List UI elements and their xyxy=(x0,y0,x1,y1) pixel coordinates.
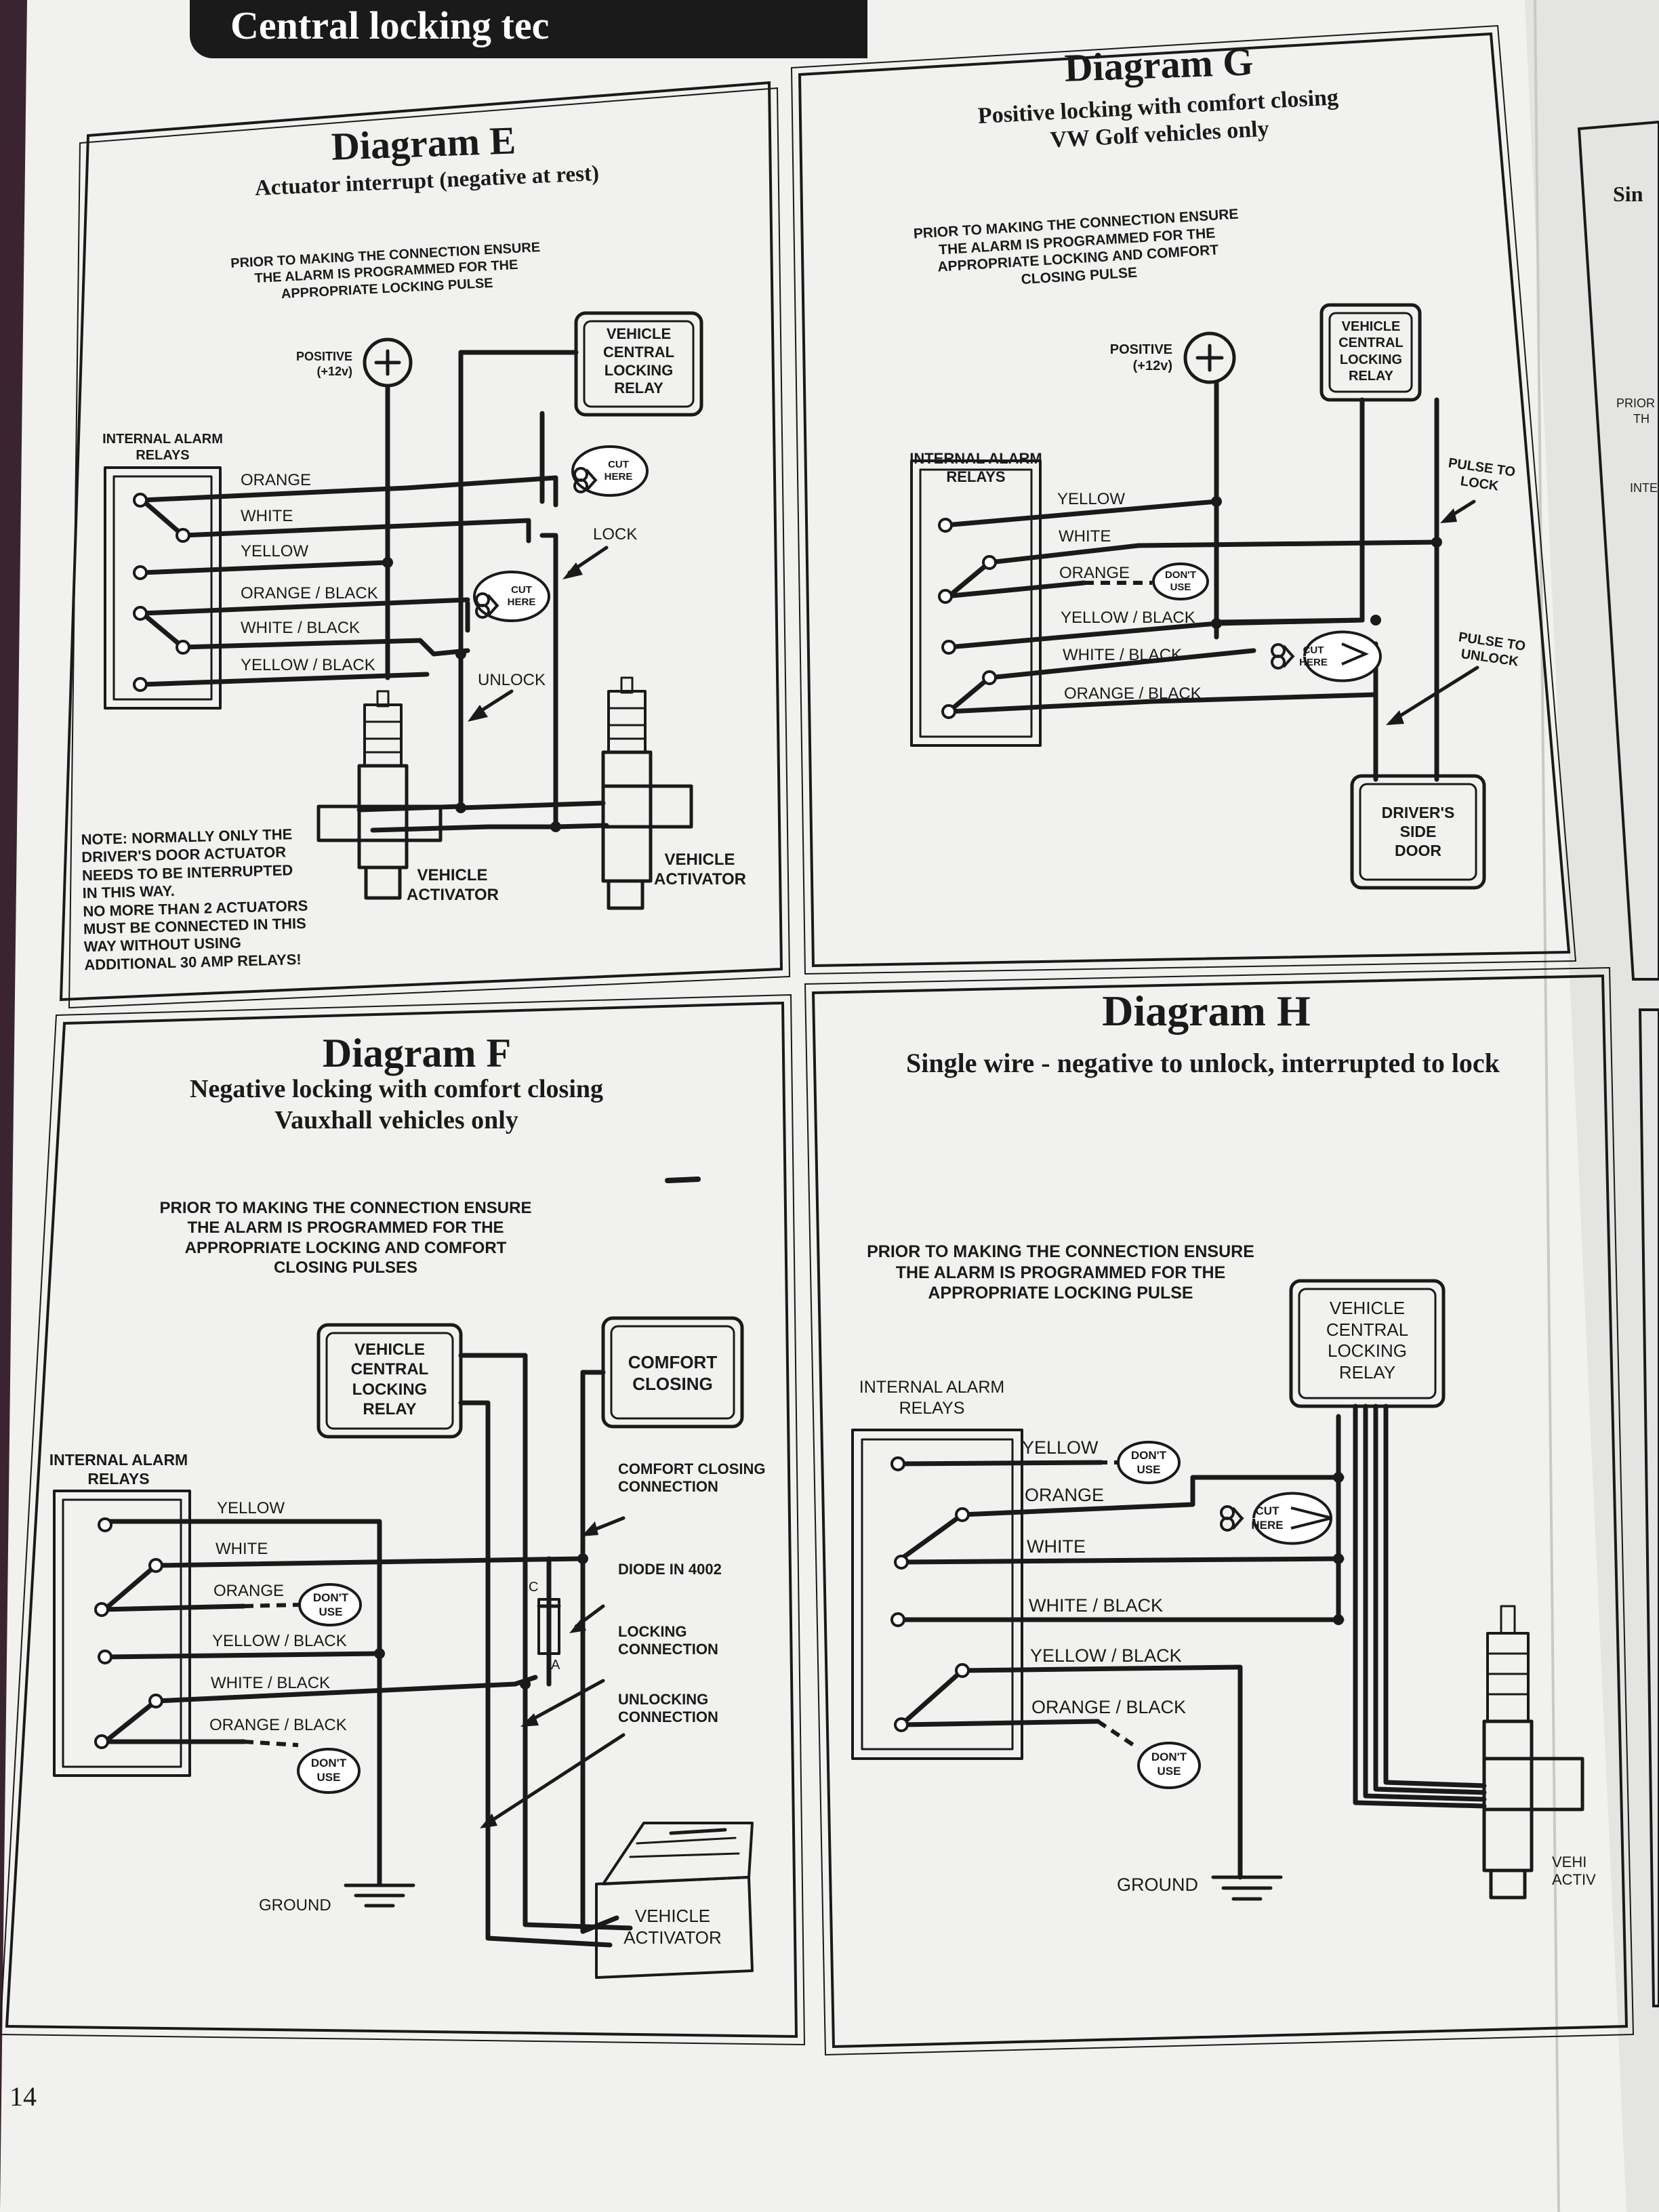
diagram-h-wire-white-black: WHITE / BLACK xyxy=(1029,1595,1164,1616)
diagram-g-wire-orange: ORANGE xyxy=(1059,564,1130,582)
dashed-dont-use-wires xyxy=(243,581,1152,1750)
diagram-e-positive-label: POSITIVE(+12v) xyxy=(295,350,352,378)
section-header: Central locking tec xyxy=(190,0,867,58)
edge-prior-fragment-2: TH xyxy=(1633,412,1650,426)
diagram-h-wire-yellow-black: YELLOW / BLACK xyxy=(1030,1645,1182,1666)
diagram-f-wire-yellow-black: YELLOW / BLACK xyxy=(212,1632,347,1650)
diagram-e-wire-orange-black: ORANGE / BLACK xyxy=(241,584,378,602)
diagram-f-wire-white-black: WHITE / BLACK xyxy=(211,1674,331,1692)
diagram-e-lock-label: LOCK xyxy=(593,525,638,544)
diagram-h-title: Diagram H xyxy=(1102,987,1311,1035)
junction-dots xyxy=(374,496,1442,1689)
diagram-g-wire-yellow: YELLOW xyxy=(1057,490,1126,508)
diagram-g-wire-white-black: WHITE / BLACK xyxy=(1063,646,1183,664)
diagram-h-ground: GROUND xyxy=(1117,1875,1198,1895)
diagram-f-title: Diagram F xyxy=(322,1031,512,1076)
diagram-h-wire-orange-black: ORANGE / BLACK xyxy=(1031,1697,1187,1717)
wiring-lines xyxy=(53,303,1584,1979)
outer-panel-frames xyxy=(0,24,1659,2056)
diagram-f-diode-c: C xyxy=(529,1580,539,1595)
diagram-g-wire-orange-black: ORANGE / BLACK xyxy=(1064,684,1202,703)
diagram-f-wire-white: WHITE xyxy=(216,1540,268,1558)
diagram-e-wire-yellow-black: YELLOW / BLACK xyxy=(241,656,375,674)
diagram-e-wire-white: WHITE xyxy=(241,507,293,525)
diagram-g-wire-white: WHITE xyxy=(1059,527,1111,546)
terminal-circles xyxy=(94,493,997,1749)
edge-internal-fragment: INTE xyxy=(1630,481,1658,495)
diagram-h-wire-yellow: YELLOW xyxy=(1022,1437,1099,1458)
diagram-f-wire-yellow: YELLOW xyxy=(217,1499,285,1517)
diagram-e-wire-white-black: WHITE / BLACK xyxy=(241,619,361,637)
diagram-e-wire-orange: ORANGE xyxy=(241,471,312,489)
diagram-e-wire-yellow: YELLOW xyxy=(241,542,309,560)
diagram-h-wire-orange: ORANGE xyxy=(1025,1485,1105,1505)
edge-prior-fragment: PRIOR xyxy=(1616,396,1656,410)
diagram-h-wire-white: WHITE xyxy=(1027,1536,1086,1557)
diagram-f-wire-orange-black: ORANGE / BLACK xyxy=(209,1716,347,1734)
scissors-icon xyxy=(475,467,1295,1532)
edge-title-fragment: Sin xyxy=(1613,182,1643,206)
diagram-f-ground: GROUND xyxy=(259,1896,331,1914)
page-number: 14 xyxy=(9,2081,37,2112)
diagram-g-wire-yellow-black: YELLOW / BLACK xyxy=(1061,609,1195,627)
diagram-f-diode-a: A xyxy=(551,1658,560,1673)
diagram-e-unlock-label: UNLOCK xyxy=(478,671,546,689)
pen-mark xyxy=(665,1176,701,1183)
diagram-h-subtitle: Single wire - negative to unlock, interr… xyxy=(906,1048,1500,1078)
diagram-f-diode-label: DIODE IN 4002 xyxy=(618,1561,722,1578)
diagram-f-wire-orange: ORANGE xyxy=(213,1582,285,1600)
diagram-g-positive-label: POSITIVE(+12v) xyxy=(1109,342,1172,373)
